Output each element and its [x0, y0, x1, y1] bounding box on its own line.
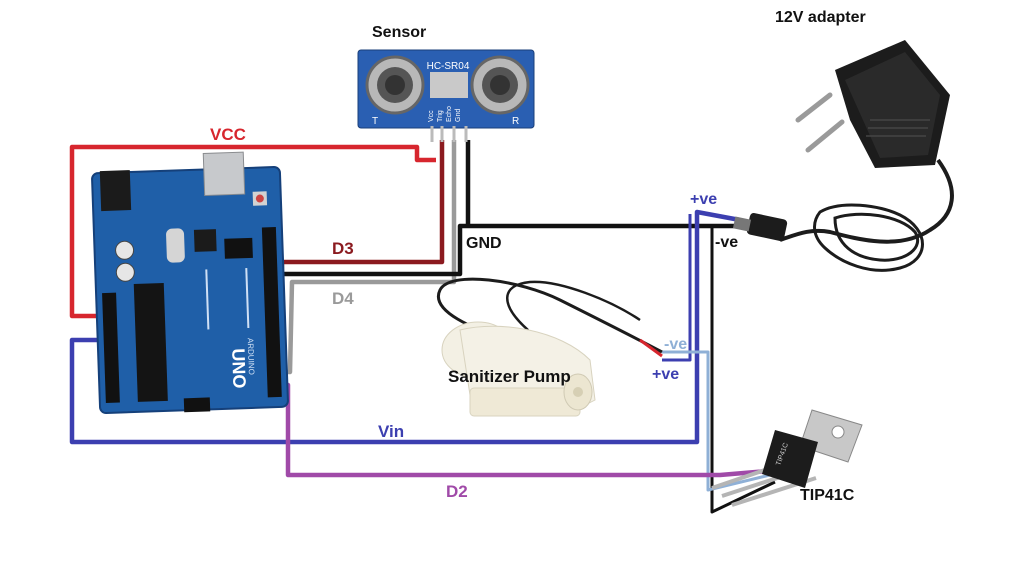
wire-pump-negative [662, 350, 771, 492]
power-adapter [732, 40, 954, 272]
transistor-title: TIP41C [800, 487, 855, 504]
wire-d3 [277, 140, 445, 377]
sensor-model-text: HC-SR04 [427, 61, 470, 72]
adapter-title: 12V adapter [775, 9, 866, 26]
label-d3: D3 [332, 239, 354, 258]
sensor-pin-trig: Trig [437, 110, 444, 122]
arduino-logo-text: UNO [228, 348, 249, 389]
wire-pump-positive [662, 214, 692, 362]
wire-gnd-to-transistor [710, 226, 776, 514]
label-vin: Vin [378, 422, 404, 441]
arduino-uno-board: UNO ARDUINO [91, 151, 289, 415]
sanitizer-pump [436, 277, 663, 417]
wire-vcc [69, 144, 436, 319]
tip41c-transistor: TIP41C [711, 409, 863, 507]
label-negative-pump: -ve [664, 336, 687, 353]
wire-d4 [270, 140, 457, 375]
sensor-pin-gnd: Gnd [455, 109, 462, 122]
sensor-r-label: R [512, 116, 519, 127]
label-negative-top: -ve [715, 234, 738, 251]
label-d2: D2 [446, 482, 468, 501]
label-gnd: GND [466, 235, 502, 252]
wire-gnd [272, 223, 712, 277]
label-positive-top: +ve [690, 191, 717, 208]
label-vcc: VCC [210, 125, 246, 144]
arduino-brand-text: ARDUINO [246, 338, 256, 375]
sensor-pin-vcc: Vcc [428, 110, 435, 122]
sensor-pin-echo: Echo [446, 106, 453, 122]
wire-vin [69, 209, 741, 445]
label-positive-pump: +ve [652, 366, 679, 383]
label-d4: D4 [332, 289, 354, 308]
ultrasonic-sensor: HC-SR04 T R Vcc Trig Echo Gnd [357, 49, 535, 142]
sensor-title: Sensor [372, 24, 426, 41]
sensor-t-label: T [372, 116, 378, 127]
pump-title: Sanitizer Pump [448, 367, 571, 386]
